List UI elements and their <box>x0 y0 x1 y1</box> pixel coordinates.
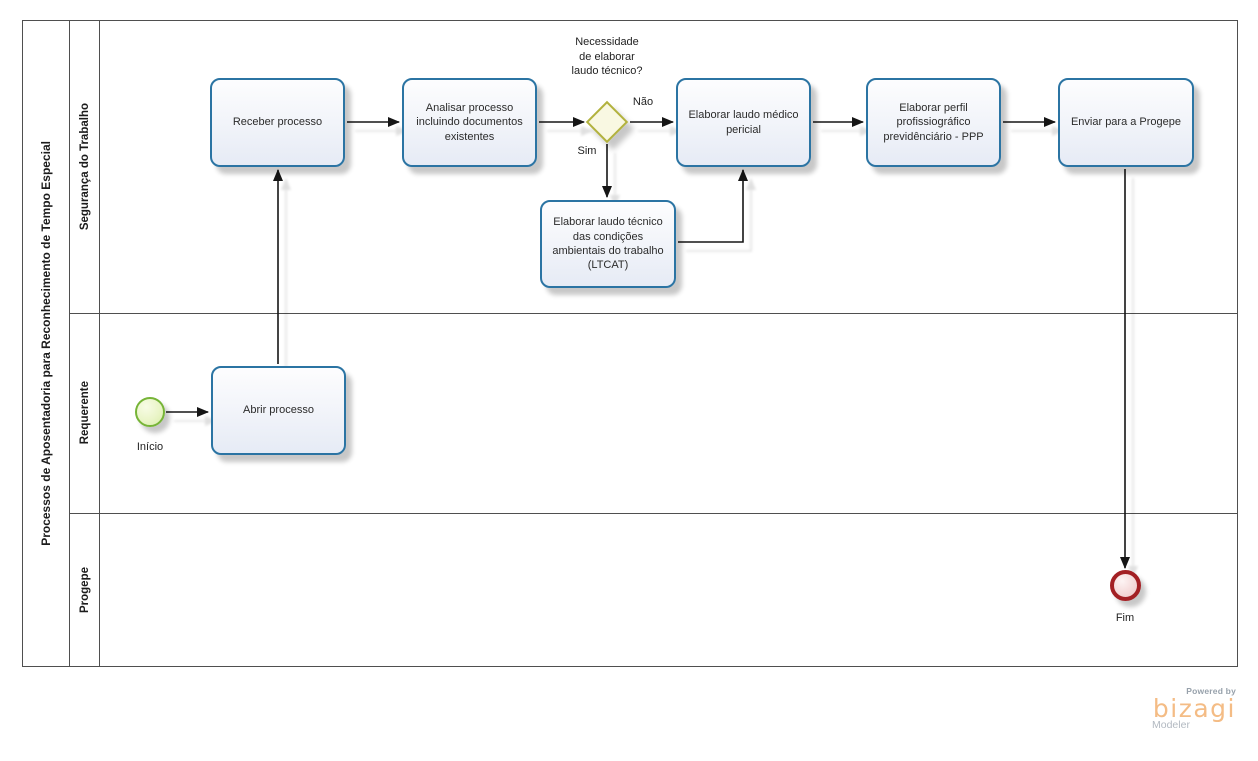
gateway-necessidade-laudo-tecnico[interactable] <box>585 100 629 144</box>
powered-by-label: Powered by <box>1186 686 1236 696</box>
task-label: Analisar processo incluindo documentos e… <box>416 102 523 143</box>
modeler-label: Modeler <box>1152 719 1190 731</box>
bpmn-pool <box>22 20 1238 667</box>
start-event-label: Início <box>136 441 164 453</box>
task-receber-processo[interactable]: Receber processo <box>210 78 345 167</box>
lane-divider-2 <box>70 513 1238 514</box>
task-elaborar-perfil-ppp[interactable]: Elaborar perfil profissiográfico previdê… <box>866 78 1001 167</box>
lane-label-column <box>70 20 100 667</box>
gateway-no-label: Não <box>632 96 654 108</box>
pool-title-cell: Processos de Aposentadoria para Reconhec… <box>22 20 70 667</box>
task-label: Elaborar laudo técnico das condições amb… <box>552 216 664 272</box>
task-enviar-progepe[interactable]: Enviar para a Progepe <box>1058 78 1194 167</box>
end-event[interactable] <box>1110 570 1141 601</box>
end-event-label: Fim <box>1115 612 1135 624</box>
gateway-yes-label: Sim <box>577 145 597 157</box>
bizagi-wordmark: bizagi <box>1152 694 1236 723</box>
task-elaborar-ltcat[interactable]: Elaborar laudo técnico das condições amb… <box>540 200 676 288</box>
flow-ltcat-to-medico <box>678 169 748 243</box>
start-event[interactable] <box>135 397 165 427</box>
task-label: Elaborar perfil profissiográfico previdê… <box>883 102 984 143</box>
task-label: Elaborar laudo médico pericial <box>688 109 799 136</box>
task-label: Receber processo <box>232 116 323 129</box>
task-label: Enviar para a Progepe <box>1070 116 1182 129</box>
task-elaborar-laudo-medico[interactable]: Elaborar laudo médico pericial <box>676 78 811 167</box>
lane-divider-1 <box>70 313 1238 314</box>
task-analisar-processo[interactable]: Analisar processo incluindo documentos e… <box>402 78 537 167</box>
gateway-diamond-shape <box>585 100 629 144</box>
task-label: Abrir processo <box>243 404 314 417</box>
gateway-question-label: Necessidade de elaborar laudo técnico? <box>571 36 643 78</box>
task-abrir-processo[interactable]: Abrir processo <box>211 366 346 455</box>
bizagi-logo[interactable]: Powered by bizagi Modeler <box>1152 686 1236 731</box>
